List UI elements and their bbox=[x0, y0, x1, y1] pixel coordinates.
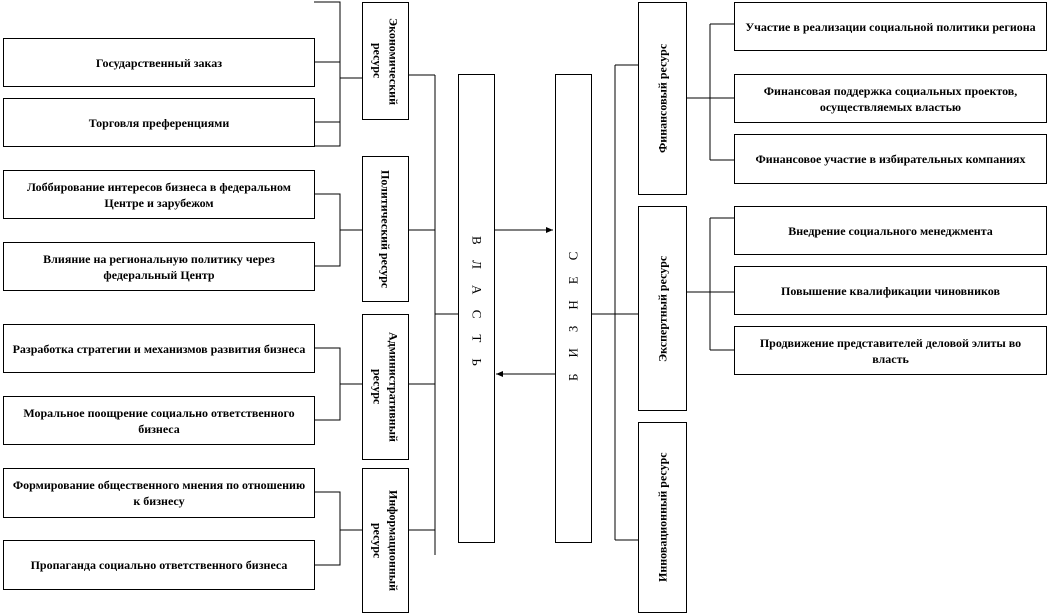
left-item: Влияние на региональную политику через ф… bbox=[3, 242, 315, 291]
business-resource: Инновационный ресурс bbox=[638, 422, 687, 613]
right-item: Повышение квалификации чиновников bbox=[734, 266, 1047, 315]
left-item: Лоббирование интересов бизнеса в федерал… bbox=[3, 170, 315, 219]
right-item: Финансовое участие в избирательных компа… bbox=[734, 134, 1047, 184]
power-resource: Экономический ресурс bbox=[362, 2, 409, 120]
right-item: Финансовая поддержка социальных проектов… bbox=[734, 74, 1047, 123]
business-resource: Экспертный ресурс bbox=[638, 206, 687, 411]
right-item: Внедрение социального менеджмента bbox=[734, 206, 1047, 255]
right-item: Продвижение представителей деловой элиты… bbox=[734, 326, 1047, 375]
power-resource: Политический ресурс bbox=[362, 156, 409, 302]
left-item: Моральное поощрение социально ответствен… bbox=[3, 396, 315, 445]
business-box: БИЗНЕС bbox=[555, 74, 592, 543]
left-item: Пропаганда социально ответственного бизн… bbox=[3, 540, 315, 590]
power-resource: Административный ресурс bbox=[362, 314, 409, 460]
left-item: Формирование общественного мнения по отн… bbox=[3, 468, 315, 518]
power-box: ВЛАСТЬ bbox=[458, 74, 495, 543]
right-item: Участие в реализации социальной политики… bbox=[734, 2, 1047, 51]
business-resource: Финансовый ресурс bbox=[638, 2, 687, 195]
left-item: Государственный заказ bbox=[3, 38, 315, 87]
left-item: Разработка стратегии и механизмов развит… bbox=[3, 324, 315, 373]
power-resource: Информационный ресурс bbox=[362, 468, 409, 613]
left-item: Торговля преференциями bbox=[3, 98, 315, 147]
